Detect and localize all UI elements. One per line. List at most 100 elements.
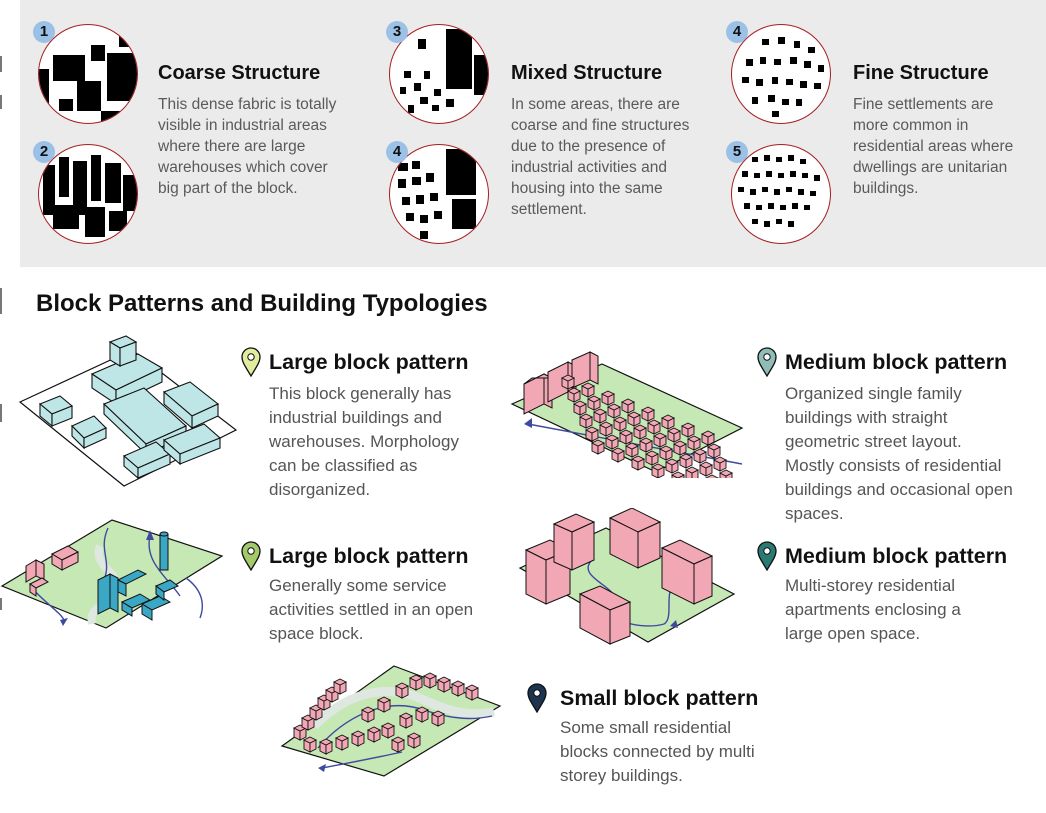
figure-ground-map (38, 144, 138, 244)
small-residential-illustration (280, 665, 502, 777)
house-block (360, 706, 376, 714)
edge-mark (0, 598, 2, 610)
house-block (620, 398, 636, 406)
house-block (584, 426, 600, 434)
section-title: Block Patterns and Building Typologies (36, 290, 488, 317)
house-block (600, 390, 616, 398)
house-block (612, 416, 628, 424)
house-block (652, 432, 668, 440)
house-block (436, 676, 452, 684)
pattern-description: Some small residential blocks connected … (560, 718, 755, 785)
house-block (578, 413, 594, 421)
house-block (398, 712, 414, 720)
edge-mark (0, 404, 2, 422)
house-block (610, 447, 626, 455)
house-block (592, 408, 608, 416)
house-block (660, 414, 676, 422)
house-block (318, 738, 334, 746)
map-number-badge: 1 (33, 21, 55, 43)
location-pin-icon (241, 347, 261, 377)
industrial-block-illustration (18, 335, 238, 487)
pattern-title: Medium block pattern (785, 350, 1008, 374)
house-block (604, 434, 620, 442)
house-block (618, 429, 634, 437)
house-block (644, 450, 660, 458)
house-block (408, 674, 424, 682)
house-block (334, 734, 350, 742)
figure-ground-map (389, 24, 489, 124)
location-pin-icon (757, 541, 777, 571)
house-block (658, 445, 674, 453)
house-block (464, 684, 480, 692)
edge-mark (0, 95, 2, 109)
apartment-block-illustration (518, 508, 736, 645)
house-block (692, 448, 708, 456)
structure-description: This dense fabric is totally visible in … (158, 96, 337, 197)
house-block (376, 696, 392, 704)
structure-description: Fine settlements are more common in resi… (853, 96, 1014, 197)
house-block (414, 706, 430, 714)
pattern-title: Large block pattern (269, 350, 469, 374)
pattern-title: Large block pattern (269, 544, 469, 568)
house-block (624, 442, 640, 450)
house-block (332, 678, 348, 686)
house-block (430, 710, 446, 718)
house-block (706, 443, 722, 451)
house-block (630, 455, 646, 463)
house-block (406, 732, 422, 740)
edge-mark (0, 56, 2, 72)
house-block (586, 395, 602, 403)
house-block (626, 411, 642, 419)
house-block (366, 726, 382, 734)
pattern-description: Organized single family buildings with s… (785, 384, 1013, 523)
figure-ground-map (38, 24, 138, 124)
location-pin-icon (527, 683, 547, 713)
grid-residential-illustration (510, 351, 744, 478)
figure-ground-map (731, 144, 831, 244)
house-block (598, 421, 614, 429)
house-block (666, 427, 682, 435)
urban-structure-panel (20, 0, 1046, 267)
house-block (302, 736, 318, 744)
house-block (646, 419, 662, 427)
house-block (422, 672, 438, 680)
house-block (560, 374, 576, 382)
structure-title: Fine Structure (853, 62, 989, 84)
edge-mark (0, 288, 2, 314)
map-number-badge: 4 (726, 21, 748, 43)
structure-description: In some areas, there are coarse and fine… (511, 96, 690, 218)
house-block (704, 474, 720, 478)
house-block (684, 466, 700, 474)
map-number-badge: 4 (386, 141, 408, 163)
location-pin-icon (241, 541, 261, 571)
house-block (580, 382, 596, 390)
structure-title: Mixed Structure (511, 62, 663, 84)
pattern-description: Generally some service activities settle… (269, 576, 474, 643)
house-block (590, 439, 606, 447)
pattern-title: Small block pattern (560, 686, 759, 710)
map-number-badge: 5 (726, 141, 748, 163)
house-block (632, 424, 648, 432)
house-block (572, 400, 588, 408)
map-number-badge: 2 (33, 141, 55, 163)
house-block (650, 463, 666, 471)
house-block (350, 730, 366, 738)
house-block (640, 406, 656, 414)
house-block (686, 435, 702, 443)
map-number-badge: 3 (386, 21, 408, 43)
house-block (606, 403, 622, 411)
house-block (698, 461, 714, 469)
house-block (718, 469, 734, 477)
house-block (566, 387, 582, 395)
pattern-description: Multi-storey residential apartments encl… (785, 576, 961, 643)
house-block (700, 430, 716, 438)
house-block (712, 456, 728, 464)
location-pin-icon (757, 347, 777, 377)
house-block (638, 437, 654, 445)
house-block (672, 440, 688, 448)
house-block (678, 453, 694, 461)
pattern-description: This block generally has industrial buil… (269, 384, 459, 499)
house-block (390, 736, 406, 744)
service-block-illustration (0, 519, 224, 629)
figure-ground-map (389, 144, 489, 244)
